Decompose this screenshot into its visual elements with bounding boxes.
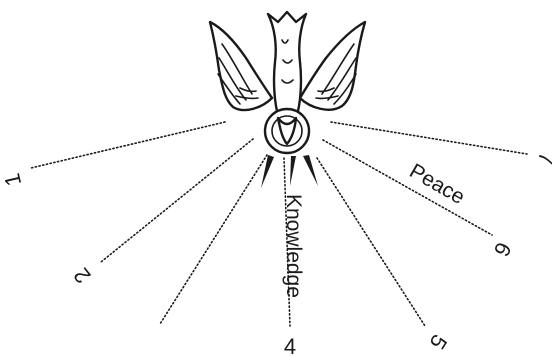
ray-number-5: 5 (425, 330, 453, 354)
dove-icon (210, 12, 365, 188)
ray-7 (331, 122, 527, 154)
ray-number-6: 6 (489, 238, 517, 260)
ray-1 (31, 122, 225, 168)
ray-number-7: 7 (533, 150, 552, 166)
ray-number-2: 2 (68, 263, 95, 288)
ray-number-4: 4 (284, 334, 296, 356)
ray-3 (160, 155, 267, 324)
gift-label-knowledge: Knowledge (282, 194, 305, 298)
gift-label-peace: Peace (406, 159, 469, 209)
ray-2 (101, 139, 253, 262)
ray-5 (317, 158, 425, 326)
ray-number-1: 1 (0, 171, 26, 189)
